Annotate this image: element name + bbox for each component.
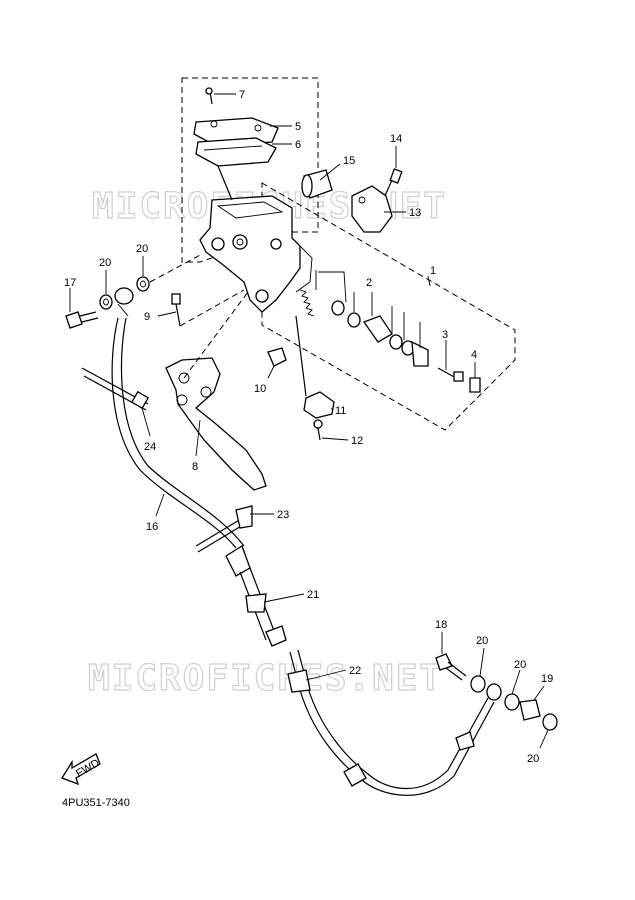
washer-part-20-d — [486, 683, 502, 701]
master-cylinder-body — [199, 195, 313, 313]
callout-9: 9 — [144, 311, 150, 323]
callout-15: 15 — [343, 155, 355, 167]
bolt-part-23 — [195, 505, 253, 553]
callout-6: 6 — [295, 139, 301, 151]
locknut-part-4 — [469, 377, 481, 393]
leader-body-reservoir — [217, 165, 233, 201]
callout-20-c: 20 — [476, 635, 488, 647]
callout-24: 24 — [144, 441, 156, 453]
clutch-cable-lower — [287, 649, 495, 796]
union-bolt-part-17 — [65, 311, 99, 329]
callout-14: 14 — [390, 133, 402, 145]
forward-arrow-icon: FWD — [61, 753, 102, 786]
callout-23: 23 — [277, 509, 289, 521]
piston-part — [362, 315, 393, 343]
pivot-bolt-part-9 — [171, 293, 181, 327]
callout-20-d: 20 — [514, 659, 526, 671]
bolt-part-18 — [435, 653, 467, 681]
screw-part-7 — [205, 87, 213, 105]
callout-5: 5 — [295, 121, 301, 133]
callouts: 7 5 6 15 14 13 20 20 17 9 1 2 3 4 10 11 … — [64, 89, 553, 765]
callout-16: 16 — [146, 521, 158, 533]
washer-part-20-e — [504, 693, 520, 711]
dust-boot — [411, 340, 429, 367]
callout-7: 7 — [239, 89, 245, 101]
washer-part-20-c — [470, 675, 486, 693]
washer-part-20-b — [99, 294, 113, 310]
clutch-lever-part-8 — [165, 357, 267, 491]
callout-13: 13 — [409, 207, 421, 219]
diagram-code: 4PU351-7340 — [62, 797, 130, 809]
callout-8: 8 — [192, 461, 198, 473]
callout-20-e: 20 — [527, 753, 539, 765]
callout-20-a: 20 — [136, 243, 148, 255]
spring-part — [299, 289, 315, 317]
callout-18: 18 — [435, 619, 447, 631]
hose-part-16 — [111, 287, 245, 549]
callout-2: 2 — [366, 277, 372, 289]
cup-a — [331, 300, 345, 316]
callout-17: 17 — [64, 277, 76, 289]
cap-part-10 — [267, 347, 287, 367]
boot-part-15 — [301, 169, 333, 199]
holder-part-13 — [351, 185, 393, 233]
watermark-bottom: MICROFICHES.NET — [88, 658, 443, 699]
callout-12: 12 — [351, 435, 363, 447]
callout-11: 11 — [335, 405, 346, 417]
callout-10: 10 — [254, 383, 266, 395]
callout-21: 21 — [307, 589, 319, 601]
piston-kit-outline — [261, 182, 516, 431]
switch-part-11 — [295, 315, 335, 419]
callout-4: 4 — [471, 349, 477, 361]
cup-b — [347, 312, 361, 328]
callout-1: 1 — [430, 265, 436, 277]
clutch-cable-upper — [225, 545, 287, 647]
cable-tie-part-24 — [81, 367, 150, 411]
diaphragm-part-6 — [195, 137, 277, 167]
seal-a — [389, 334, 403, 350]
callout-22: 22 — [349, 665, 361, 677]
svg-text:FWD: FWD — [74, 757, 102, 780]
screw-part-12 — [313, 419, 323, 441]
washer-part-20-a — [136, 276, 150, 292]
nut-part-19 — [519, 699, 541, 721]
push-rod-part-3 — [437, 367, 464, 382]
callout-3: 3 — [442, 329, 448, 341]
washer-part-20-f — [542, 713, 558, 731]
callout-19: 19 — [541, 673, 553, 685]
callout-20-b: 20 — [99, 257, 111, 269]
